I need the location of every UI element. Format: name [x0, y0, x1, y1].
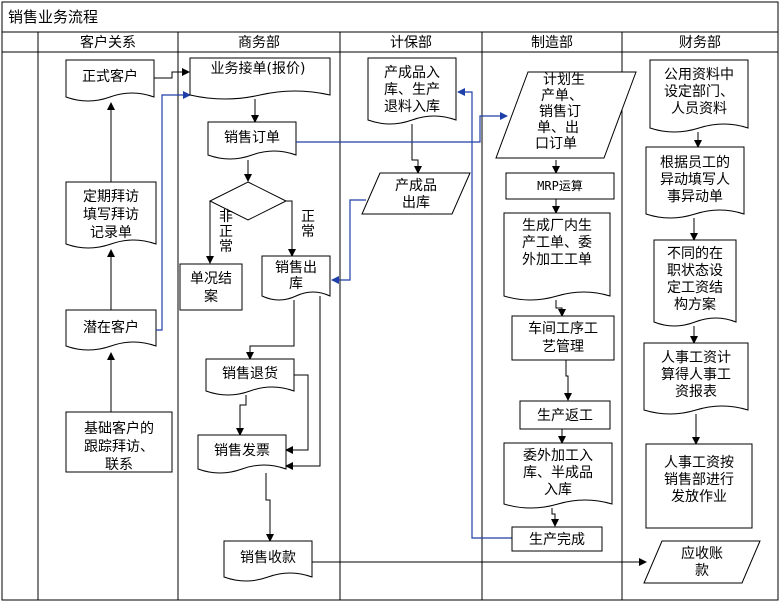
svg-text:库、半成品: 库、半成品	[523, 465, 593, 481]
node-salary-plan: 不同的在 职状态设 定工资结 构方案	[653, 239, 737, 327]
svg-text:人事工资按: 人事工资按	[664, 455, 734, 471]
svg-text:定期拜访: 定期拜访	[83, 189, 139, 205]
node-work-orders: 生成厂内生 产工单、委 外加工工单	[503, 212, 611, 301]
node-decision	[208, 181, 288, 221]
lane-header-planning: 计保部	[390, 35, 432, 51]
svg-text:单况结: 单况结	[190, 271, 232, 287]
node-plan-production: 计划生 产单、 销售订 单、出 口订单	[495, 71, 637, 159]
svg-text:MRP运算: MRP运算	[537, 178, 583, 193]
svg-text:产成品入: 产成品入	[384, 65, 440, 81]
node-sales-order: 销售订单	[207, 121, 297, 160]
node-periodic-visit: 定期拜访 填写拜访 记录单	[65, 181, 157, 249]
svg-text:联系: 联系	[105, 457, 133, 473]
svg-text:事异动单: 事异动单	[667, 189, 723, 205]
svg-text:人员资料: 人员资料	[671, 101, 727, 117]
node-public-data: 公用资料中 设定部门、 人员资料	[649, 59, 749, 133]
lane-header-manufacturing: 制造部	[531, 35, 573, 51]
svg-text:不同的在: 不同的在	[667, 246, 723, 262]
svg-text:构方案: 构方案	[674, 296, 716, 313]
svg-text:产单、: 产单、	[541, 88, 583, 104]
node-outsource-inbound: 委外加工入 库、半成品 入库	[503, 442, 613, 509]
svg-text:常: 常	[301, 224, 315, 240]
node-order-intake: 业务接单(报价)	[189, 57, 331, 100]
label-abnormal: 非	[219, 209, 233, 225]
node-staff-change: 根据员工的 异动填写人 事异动单	[645, 146, 745, 219]
svg-text:销售发票: 销售发票	[214, 443, 270, 459]
svg-text:发放作业: 发放作业	[671, 489, 727, 505]
svg-text:跟踪拜访、: 跟踪拜访、	[84, 439, 154, 455]
svg-text:销售部进行: 销售部进行	[664, 472, 734, 488]
diagram-title: 销售业务流程	[8, 8, 98, 26]
svg-text:计划生: 计划生	[543, 72, 585, 88]
node-sales-return: 销售退货	[205, 358, 295, 396]
svg-text:人事工资计: 人事工资计	[661, 350, 731, 366]
svg-text:填写拜访: 填写拜访	[83, 207, 139, 223]
svg-text:正: 正	[219, 224, 233, 240]
svg-text:产工单、委: 产工单、委	[522, 235, 592, 251]
svg-text:艺管理: 艺管理	[542, 339, 584, 355]
svg-text:销售退货: 销售退货	[222, 365, 278, 382]
svg-text:委外加工入: 委外加工入	[523, 448, 593, 464]
svg-text:入库: 入库	[544, 482, 572, 498]
svg-text:单、出: 单、出	[537, 120, 579, 136]
svg-text:销售订: 销售订	[539, 104, 581, 120]
node-product-inbound: 产成品入 库、生产 退料入库	[367, 57, 457, 125]
node-workshop: 车间工序工 艺管理	[511, 315, 615, 361]
svg-text:业务接单(报价): 业务接单(报价)	[211, 60, 306, 77]
svg-text:资报表: 资报表	[675, 384, 717, 400]
svg-text:基础客户的: 基础客户的	[84, 420, 154, 437]
svg-text:案: 案	[204, 288, 218, 305]
svg-text:生产完成: 生产完成	[529, 532, 585, 548]
node-formal-customer: 正式客户	[65, 59, 155, 102]
node-production-done: 生产完成	[511, 526, 603, 552]
label-normal: 正	[301, 209, 315, 225]
svg-text:外加工工单: 外加工工单	[522, 252, 592, 268]
svg-text:销售订单: 销售订单	[224, 130, 280, 146]
svg-text:公用资料中: 公用资料中	[664, 67, 734, 83]
svg-text:生成厂内生: 生成厂内生	[522, 218, 592, 234]
node-mrp: MRP运算	[505, 172, 615, 200]
svg-text:出库: 出库	[402, 195, 430, 211]
svg-text:口订单: 口订单	[535, 136, 577, 152]
node-sales-receipt: 销售收款	[223, 540, 313, 582]
node-potential-customer: 潜在客户	[65, 309, 157, 351]
svg-text:常: 常	[219, 239, 233, 255]
node-sales-invoice: 销售发票	[197, 434, 287, 474]
node-payroll-calc: 人事工资计 算得人事工 资报表	[643, 342, 749, 415]
svg-text:定工资结: 定工资结	[667, 280, 723, 296]
node-sales-outbound: 销售出 库	[261, 255, 331, 301]
svg-text:库: 库	[289, 276, 303, 292]
svg-text:退料入库: 退料入库	[384, 99, 440, 115]
node-payroll-dist: 人事工资按 销售部进行 发放作业	[645, 443, 753, 529]
node-basic-tracking: 基础客户的 跟踪拜访、 联系	[65, 411, 173, 473]
svg-text:产成品: 产成品	[395, 178, 437, 194]
svg-text:车间工序工: 车间工序工	[528, 320, 598, 337]
svg-text:异动填写人: 异动填写人	[660, 172, 730, 188]
node-receivable: 应收账 款	[643, 540, 761, 584]
node-rework: 生产返工	[519, 400, 611, 430]
svg-text:根据员工的: 根据员工的	[660, 155, 730, 171]
svg-text:记录单: 记录单	[90, 225, 132, 241]
node-product-outbound: 产成品 出库	[361, 172, 471, 215]
node-formal-customer-text: 正式客户	[82, 68, 138, 85]
svg-text:款: 款	[695, 563, 709, 579]
lane-header-finance: 财务部	[679, 35, 721, 51]
svg-text:生产返工: 生产返工	[537, 408, 593, 424]
svg-text:销售出: 销售出	[275, 260, 317, 276]
svg-text:设定部门、: 设定部门、	[664, 84, 734, 100]
lane-header-business: 商务部	[238, 35, 280, 51]
svg-text:销售收款: 销售收款	[240, 550, 296, 566]
svg-text:应收账: 应收账	[681, 545, 723, 562]
svg-text:算得人事工: 算得人事工	[661, 366, 731, 383]
svg-text:职状态设: 职状态设	[667, 263, 723, 279]
svg-text:潜在客户: 潜在客户	[83, 319, 139, 336]
lane-header-customer: 客户关系	[80, 34, 136, 51]
node-close-case: 单况结 案	[179, 263, 243, 311]
svg-text:库、生产: 库、生产	[384, 82, 440, 98]
